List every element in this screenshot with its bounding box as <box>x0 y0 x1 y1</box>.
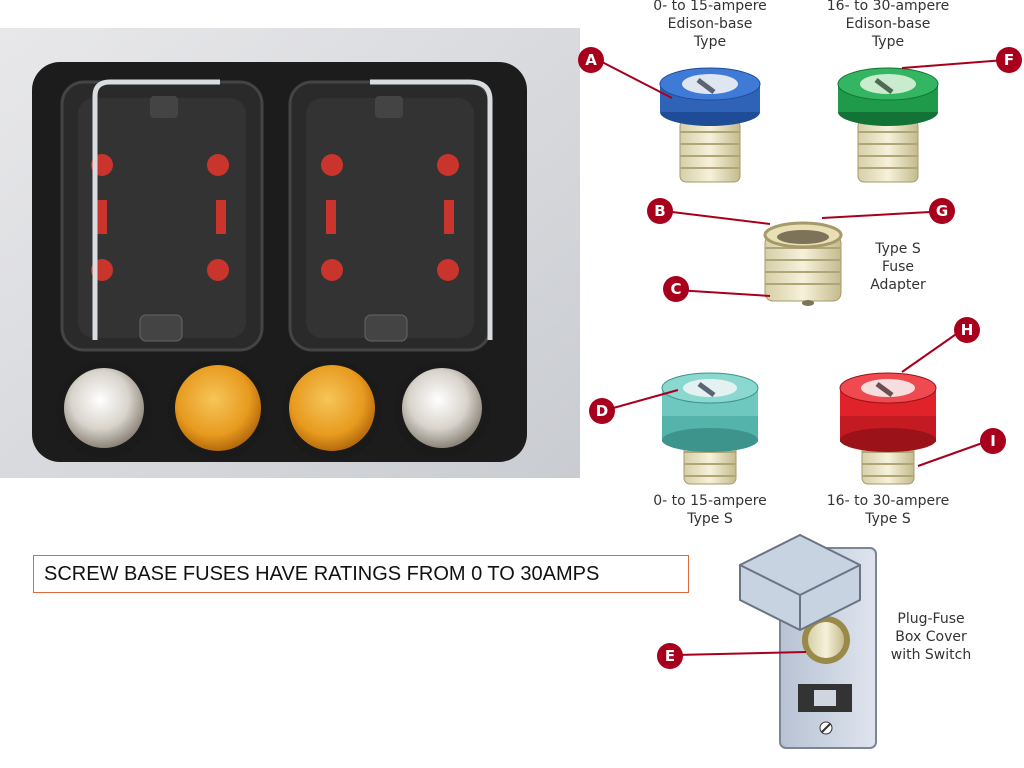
callout-b: B <box>647 198 673 224</box>
leader-g <box>821 211 931 219</box>
leader-c <box>675 289 771 297</box>
caption-type-s-0-15: 0- to 15-ampere Type S <box>653 493 767 527</box>
caption-box-cover: Plug-Fuse Box Cover with Switch <box>890 611 972 663</box>
svg-text:B: B <box>654 202 665 220</box>
right-fuse-panel <box>288 79 493 352</box>
type-s-adapter <box>763 221 843 306</box>
leader-h <box>901 329 963 373</box>
leader-i <box>917 440 989 467</box>
callout-h: H <box>954 317 980 343</box>
installed-fuses <box>56 360 490 460</box>
callout-g: G <box>929 198 955 224</box>
leader-d <box>605 389 679 411</box>
edison-fuse-green <box>837 67 939 183</box>
caption-edison-16-30: 16- to 30-ampere Edison-base Type <box>826 0 950 50</box>
fuse-panel-photo <box>0 28 580 478</box>
svg-text:H: H <box>961 321 974 339</box>
leader-b <box>671 211 771 225</box>
type-s-fuse-teal <box>661 372 759 485</box>
left-fuse-panel <box>60 79 264 352</box>
callout-badges: A F B G C D H I <box>578 47 1022 669</box>
callout-e: E <box>657 643 683 669</box>
caption-adapter: Type S Fuse Adapter <box>870 241 926 293</box>
leader-a <box>601 61 673 99</box>
callout-a: A <box>578 47 604 73</box>
svg-text:I: I <box>990 432 996 450</box>
callout-i: I <box>980 428 1006 454</box>
svg-text:A: A <box>585 51 597 69</box>
type-s-fuse-red <box>839 372 937 485</box>
svg-text:F: F <box>1004 51 1014 69</box>
svg-text:G: G <box>936 202 948 220</box>
callout-leaders <box>601 59 1006 656</box>
plug-fuse-box-cover <box>739 533 877 749</box>
svg-text:D: D <box>596 402 608 420</box>
svg-text:C: C <box>670 280 681 298</box>
svg-text:E: E <box>665 647 675 665</box>
ratings-banner: SCREW BASE FUSES HAVE RATINGS FROM 0 TO … <box>33 555 689 593</box>
caption-type-s-16-30: 16- to 30-ampere Type S <box>826 493 950 527</box>
callout-c: C <box>663 276 689 302</box>
leader-e <box>675 651 807 656</box>
edison-fuse-blue <box>659 67 761 183</box>
caption-edison-0-15: 0- to 15-ampere Edison-base Type <box>653 0 767 50</box>
callout-d: D <box>589 398 615 424</box>
callout-f: F <box>996 47 1022 73</box>
leader-f <box>901 59 1006 69</box>
